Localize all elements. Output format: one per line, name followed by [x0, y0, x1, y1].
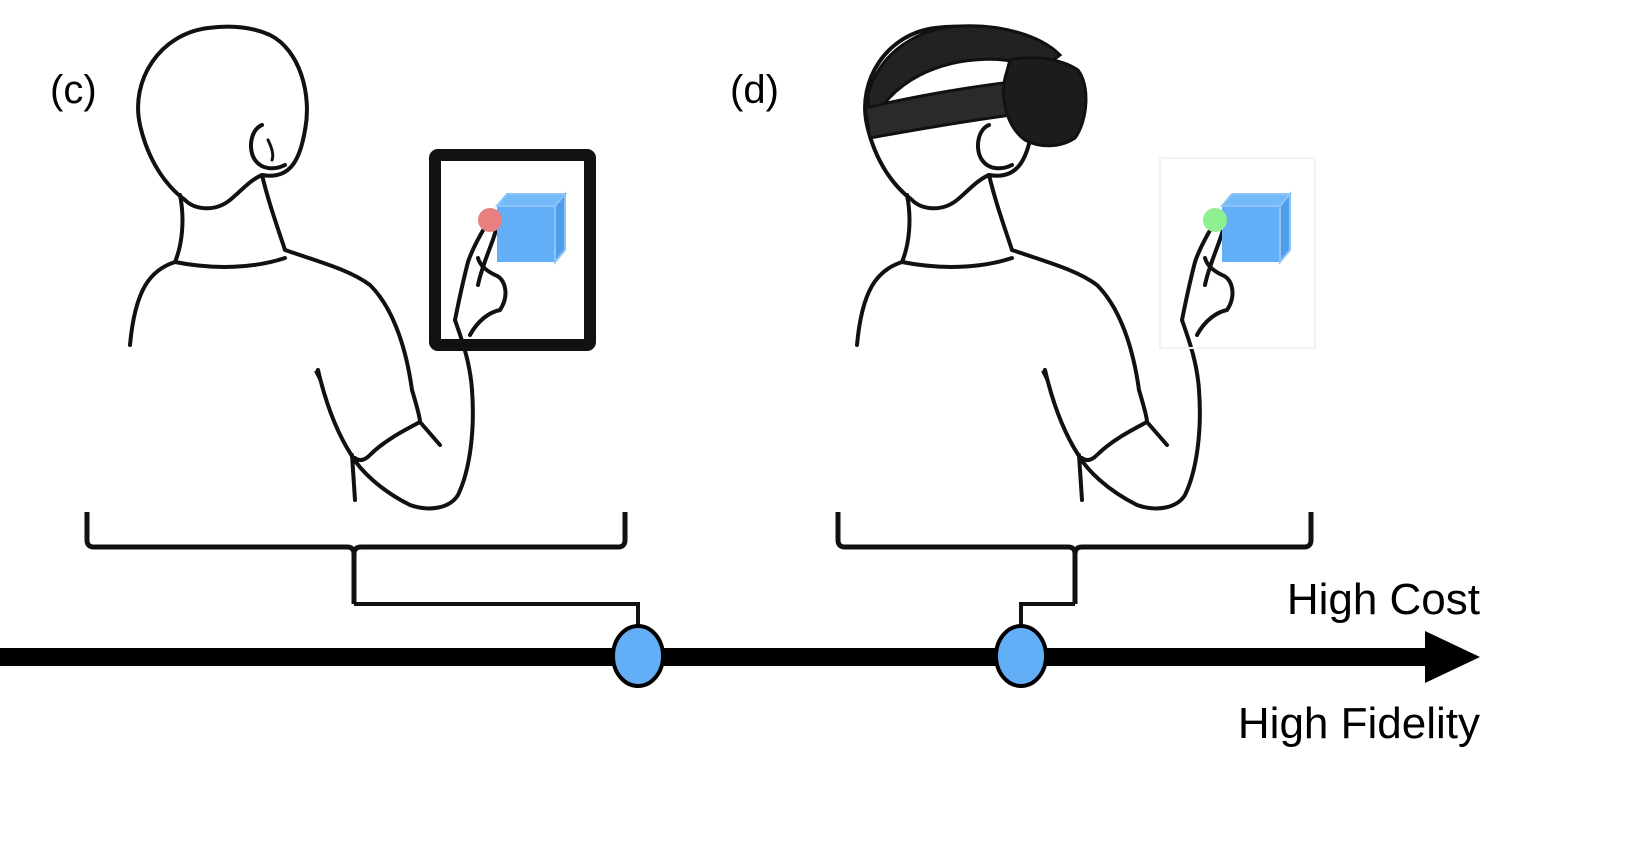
- cube-c: [494, 191, 568, 265]
- connector-d: [1019, 602, 1075, 632]
- person-c-illustration: [128, 24, 508, 511]
- panel-c: (c): [50, 24, 640, 632]
- vr-headset: [863, 24, 1088, 148]
- bracket-d: [835, 512, 1314, 604]
- axis-arrowhead: [1425, 631, 1480, 683]
- panel-c-label: (c): [50, 68, 97, 112]
- bracket-c: [84, 512, 628, 604]
- marker-c: [611, 624, 665, 688]
- connector-c: [354, 602, 640, 632]
- axis-label-high-cost: High Cost: [1287, 575, 1480, 624]
- touch-point-d: [1203, 208, 1227, 232]
- axis-label-high-fidelity: High Fidelity: [1238, 699, 1480, 748]
- virtual-screen: [1159, 157, 1316, 349]
- marker-d: [994, 624, 1048, 688]
- cube-d: [1219, 191, 1293, 265]
- touch-point-c: [478, 208, 502, 232]
- tablet-device: [429, 149, 596, 351]
- panel-d-label: (d): [730, 68, 779, 112]
- fidelity-cost-axis: High Cost High Fidelity: [0, 575, 1480, 748]
- panel-d: (d): [730, 24, 1316, 632]
